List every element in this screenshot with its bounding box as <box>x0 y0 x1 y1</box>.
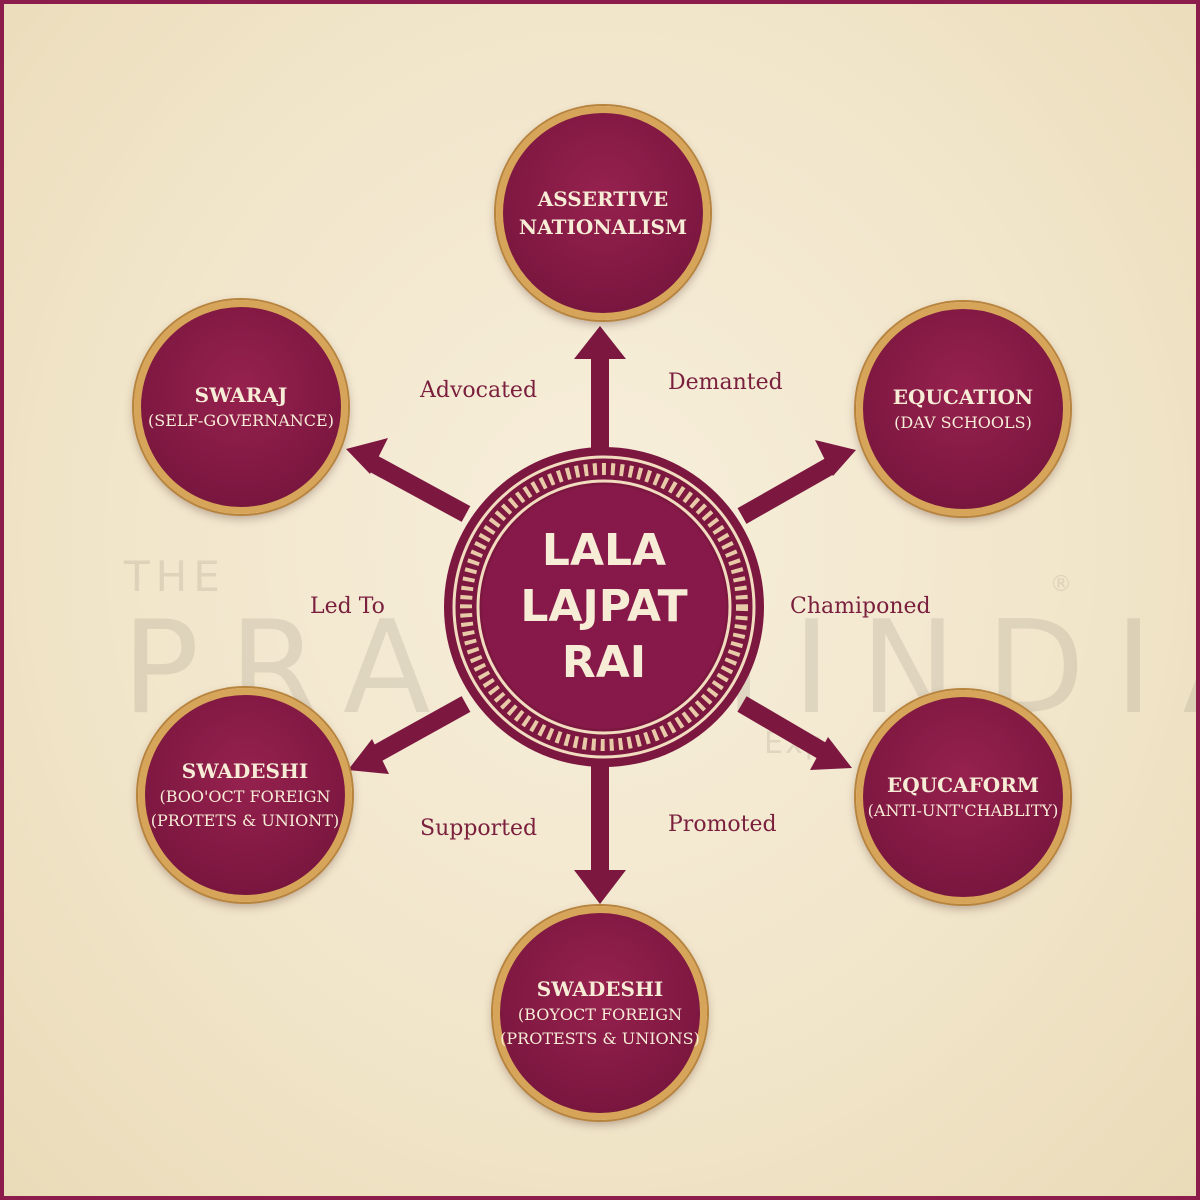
arrows-layer <box>346 326 856 904</box>
edge-label-demanted: Demanted <box>668 370 783 395</box>
center-ornament-band <box>460 463 748 751</box>
center-inner-ring-line <box>476 479 732 735</box>
arrow-upper-right-shaft <box>737 458 835 524</box>
watermark-registered-mark: ® <box>1050 572 1072 597</box>
edge-label-supported: Supported <box>420 816 538 841</box>
arrow-upper-left-shaft <box>369 456 471 522</box>
watermark-the: THE <box>124 552 226 601</box>
node-assertive-nationalism: ASSERTIVE NATIONALISM <box>496 106 710 320</box>
node-title: NATIONALISM <box>518 215 688 239</box>
arrow-lower-right-shaft <box>737 696 829 760</box>
center-core <box>482 485 726 729</box>
node-subtitle: (DAV SCHOOLS) <box>894 413 1032 432</box>
node-title: SWADESHI <box>181 759 309 783</box>
arrow-down-shaft <box>591 766 609 876</box>
arrow-upper-right-head <box>815 440 856 476</box>
node-subtitle: (SELF-GOVERNANCE) <box>148 411 334 430</box>
node-subtitle: (ANTI-UNT'CHABLITY) <box>867 801 1059 820</box>
arrow-down-head <box>574 870 626 904</box>
node-title: SWADESHI <box>536 977 664 1001</box>
edge-label-promoted: Promoted <box>668 812 777 837</box>
node-title: EQUCATION <box>892 385 1034 409</box>
arrow-upper-left-head <box>346 438 388 474</box>
node-subtitle: (PROTETS & UNIONT) <box>150 811 340 830</box>
edge-label-chamiponed: Chamiponed <box>790 594 931 619</box>
node-equcation: EQUCATION (DAV SCHOOLS) <box>856 302 1070 516</box>
center-line: LALA <box>541 525 667 576</box>
arrow-up-head <box>574 326 626 359</box>
arrow-lower-left-head <box>348 739 389 774</box>
center-line: LAJPAT <box>520 581 688 632</box>
node-swadeshi-left: SWADESHI (BOO'OCT FOREIGN (PROTETS & UNI… <box>138 688 352 902</box>
node-subtitle: (BOO'OCT FOREIGN <box>159 787 331 806</box>
node-equcaform: EQUCAFORM (ANTI-UNT'CHABLITY) <box>856 690 1070 904</box>
center-title: LALA LAJPAT RAI <box>479 522 729 692</box>
arrow-lower-right-head <box>810 737 852 770</box>
node-subtitle: (PROTESTS & UNIONS) <box>500 1029 700 1048</box>
edge-label-advocated: Advocated <box>420 378 538 403</box>
edge-label-led-to: Led To <box>310 594 385 619</box>
center-ring-line <box>452 455 756 759</box>
arrow-up-shaft <box>591 354 609 449</box>
node-swadeshi-bottom: SWADESHI (BOYOCT FOREIGN (PROTESTS & UNI… <box>493 906 707 1120</box>
node-swaraj: SWARAJ (SELF-GOVERNANCE) <box>134 300 348 514</box>
center-line: RAI <box>561 637 647 688</box>
node-title: ASSERTIVE <box>537 187 669 211</box>
arrow-lower-left-shaft <box>371 696 471 762</box>
node-subtitle: (BOYOCT FOREIGN <box>517 1005 683 1024</box>
node-title: SWARAJ <box>194 383 288 407</box>
node-title: EQUCAFORM <box>887 773 1039 797</box>
